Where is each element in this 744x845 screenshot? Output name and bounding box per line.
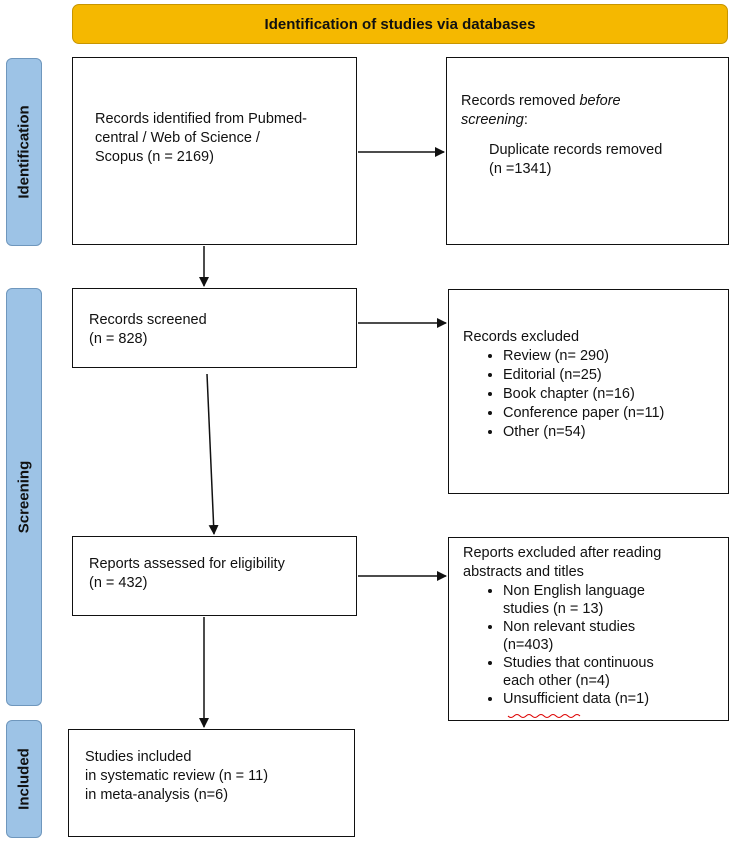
records-removed-screening: screening [461, 112, 524, 128]
records-removed-label: Records removed [461, 93, 580, 109]
list-item: Editorial (n=25) [503, 366, 728, 385]
records-screened-box: Records screened (n = 828) [72, 288, 357, 368]
list-item: Unsufficient data (n=1) [503, 690, 728, 708]
reports-excluded-title: Reports excluded after reading abstracts… [463, 545, 662, 580]
reports-excluded-box: Reports excluded after reading abstracts… [448, 537, 729, 721]
records-identified-text: Records identified from Pubmed- central … [95, 111, 307, 165]
list-item: Non relevant studies (n=403) [503, 618, 728, 654]
list-item: Other (n=54) [503, 423, 728, 442]
list-item: Review (n= 290) [503, 347, 728, 366]
studies-included-text: Studies included in systematic review (n… [85, 749, 269, 803]
list-item: Book chapter (n=16) [503, 385, 728, 404]
records-removed-before: before [579, 93, 621, 109]
records-excluded-box: Records excluded Review (n= 290) Editori… [448, 289, 729, 494]
records-identified-box: Records identified from Pubmed- central … [72, 57, 357, 245]
records-excluded-list: Review (n= 290) Editorial (n=25) Book ch… [463, 347, 728, 442]
duplicate-records-text: Duplicate records removed (n =1341) [489, 142, 663, 177]
list-item: Studies that continuous each other (n=4) [503, 654, 728, 690]
stage-identification: Identification [6, 58, 42, 246]
arrow-screened-to-assessed [206, 373, 219, 535]
records-removed-box: Records removed before screening: Duplic… [446, 57, 729, 245]
stage-included: Included [6, 720, 42, 838]
list-item: Non English language studies (n = 13) [503, 582, 728, 618]
header-banner: Identification of studies via databases [72, 4, 728, 44]
records-removed-colon: : [523, 112, 528, 128]
list-item: Conference paper (n=11) [503, 404, 728, 423]
reports-assessed-box: Reports assessed for eligibility (n = 43… [72, 536, 357, 616]
header-title: Identification of studies via databases [264, 15, 536, 33]
records-screened-text: Records screened (n = 828) [89, 312, 207, 347]
reports-assessed-text: Reports assessed for eligibility (n = 43… [89, 556, 285, 591]
reports-excluded-list: Non English language studies (n = 13) No… [463, 582, 728, 708]
records-excluded-title: Records excluded [463, 329, 580, 345]
spellcheck-underline [507, 714, 581, 718]
studies-included-box: Studies included in systematic review (n… [68, 729, 355, 837]
stage-screening: Screening [6, 288, 42, 706]
